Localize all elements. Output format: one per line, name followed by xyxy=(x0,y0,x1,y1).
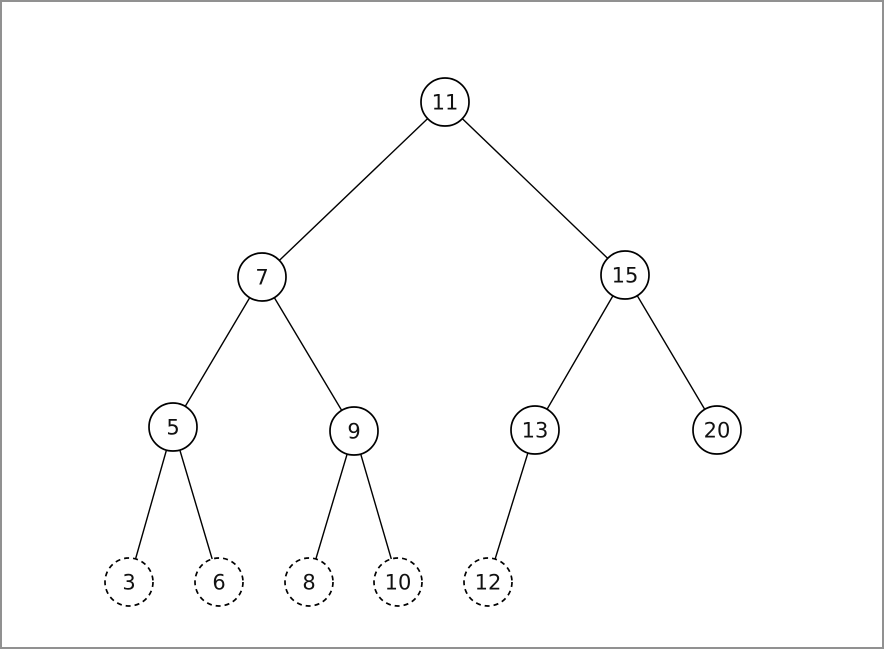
tree-edge-7-5 xyxy=(172,276,263,428)
tree-node-label-13: 13 xyxy=(522,419,549,443)
tree-node-label-5: 5 xyxy=(166,416,179,440)
tree-node-13: 13 xyxy=(510,405,560,455)
tree-node-label-7: 7 xyxy=(255,266,268,290)
tree-node-circle-3 xyxy=(104,557,154,607)
tree-node-10: 10 xyxy=(373,557,423,607)
tree-node-label-10: 10 xyxy=(385,571,412,595)
tree-edge-11-15 xyxy=(444,101,626,276)
tree-edge-5-3 xyxy=(128,426,174,583)
tree-node-circle-13 xyxy=(510,405,560,455)
tree-node-circle-5 xyxy=(148,402,198,452)
tree-node-label-3: 3 xyxy=(122,571,135,595)
tree-node-label-20: 20 xyxy=(704,419,731,443)
tree-node-label-15: 15 xyxy=(612,264,639,288)
tree-node-7: 7 xyxy=(237,252,287,302)
tree-node-circle-10 xyxy=(373,557,423,607)
tree-node-circle-20 xyxy=(692,405,742,455)
tree-node-circle-6 xyxy=(194,557,244,607)
tree-node-label-9: 9 xyxy=(347,420,360,444)
tree-edge-9-10 xyxy=(353,430,399,583)
tree-edge-11-7 xyxy=(261,101,446,278)
tree-node-label-11: 11 xyxy=(432,91,459,115)
tree-edge-9-8 xyxy=(308,430,355,583)
tree-node-circle-7 xyxy=(237,252,287,302)
tree-node-label-8: 8 xyxy=(302,571,315,595)
tree-node-6: 6 xyxy=(194,557,244,607)
tree-edge-15-20 xyxy=(624,274,718,431)
tree-node-12: 12 xyxy=(463,557,513,607)
tree-node-circle-8 xyxy=(284,557,334,607)
tree-node-circle-11 xyxy=(420,77,470,127)
tree-edge-13-12 xyxy=(487,429,536,583)
tree-node-circle-12 xyxy=(463,557,513,607)
tree-edge-7-9 xyxy=(261,276,355,432)
tree-node-11: 11 xyxy=(420,77,470,127)
tree-node-circle-15 xyxy=(600,250,650,300)
tree-node-5: 5 xyxy=(148,402,198,452)
tree-node-8: 8 xyxy=(284,557,334,607)
tree-node-circle-9 xyxy=(329,406,379,456)
tree-node-9: 9 xyxy=(329,406,379,456)
tree-edge-15-13 xyxy=(534,274,626,431)
tree-edge-5-6 xyxy=(172,426,220,583)
tree-node-3: 3 xyxy=(104,557,154,607)
tree-node-20: 20 xyxy=(692,405,742,455)
tree-node-label-12: 12 xyxy=(475,571,502,595)
tree-node-label-6: 6 xyxy=(212,571,225,595)
tree-node-15: 15 xyxy=(600,250,650,300)
